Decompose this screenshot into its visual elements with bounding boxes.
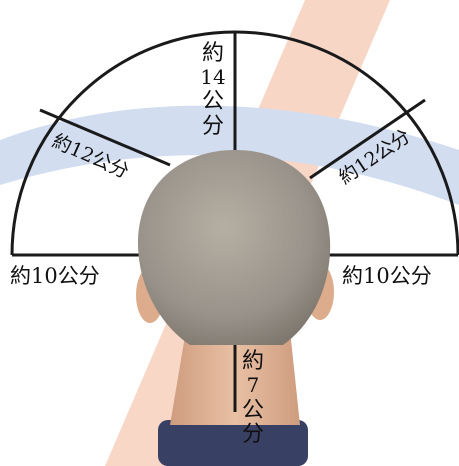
label-top-char-4: 分	[202, 114, 224, 139]
label-top-char-3: 公	[202, 89, 224, 114]
label-right: 約10公分	[342, 264, 432, 288]
label-left: 約10公分	[10, 264, 100, 288]
collar	[158, 420, 308, 466]
length-fan	[10, 30, 459, 257]
upper-left-divider	[39, 108, 171, 167]
hair	[137, 150, 331, 345]
label-neck-char-1: 約	[242, 349, 264, 374]
label-neck-char-3: 公	[242, 398, 264, 423]
label-neck-char-4: 分	[242, 422, 264, 447]
mannequin-head	[136, 150, 334, 466]
label-top-char-2: 14	[200, 65, 225, 89]
upper-right-divider	[309, 98, 426, 180]
label-neck-char-2: 7	[247, 373, 260, 397]
label-top-char-1: 約	[202, 41, 224, 66]
